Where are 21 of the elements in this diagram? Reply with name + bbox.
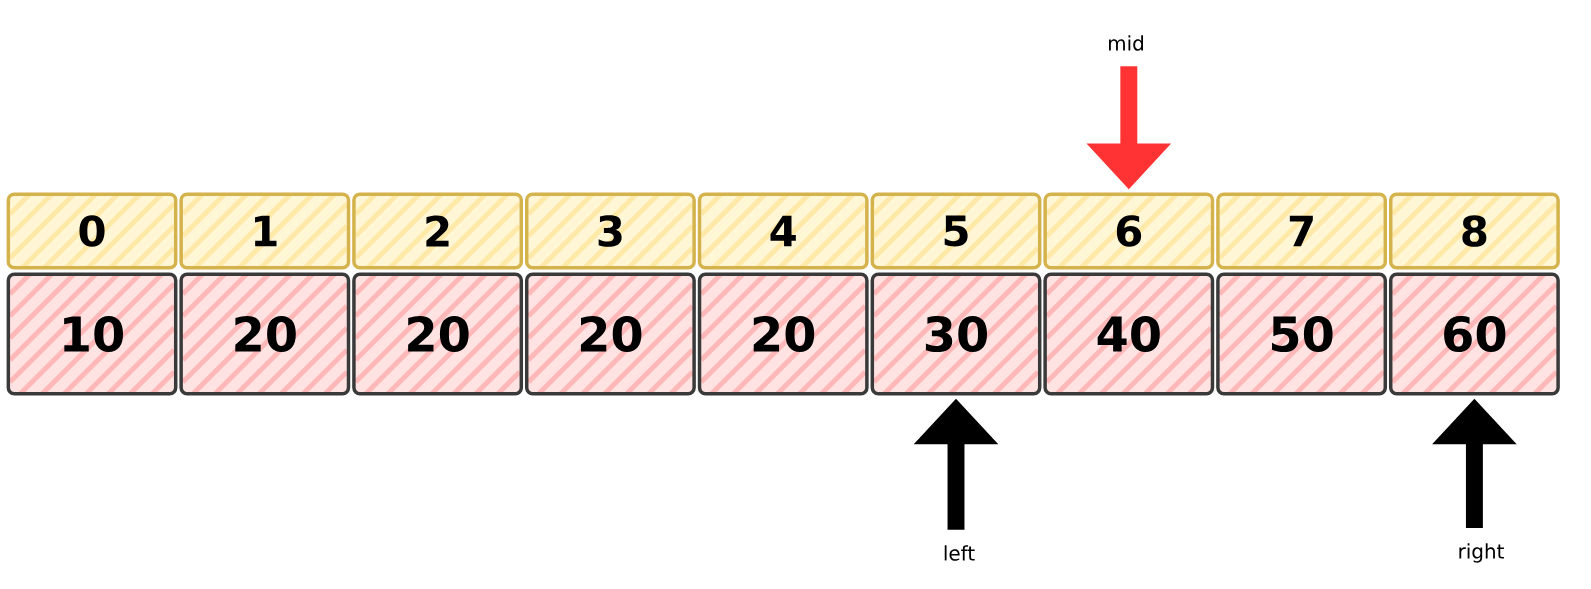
index-cell: 3	[525, 192, 696, 270]
pointer-label: left	[944, 545, 975, 561]
index-cell: 5	[870, 192, 1042, 270]
index-cell: 8	[1388, 192, 1560, 270]
value-cell: 20	[525, 272, 696, 396]
value-cell: 30	[870, 272, 1042, 396]
index-cell: 7	[1216, 192, 1388, 270]
index-cell: 0	[6, 192, 178, 270]
pointer-label: mid	[1109, 35, 1143, 51]
index-cell: 2	[352, 192, 524, 270]
value-cell: 20	[352, 272, 524, 396]
value-cell: 40	[1043, 272, 1215, 396]
value-cell: 60	[1388, 272, 1560, 396]
index-cell: 1	[179, 192, 351, 270]
value-cell: 10	[6, 272, 178, 396]
index-cell: 6	[1043, 192, 1215, 270]
pointer-label: right	[1459, 543, 1504, 563]
value-cell: 20	[697, 272, 869, 396]
value-cell: 50	[1216, 272, 1388, 396]
value-cell: 20	[179, 272, 351, 396]
index-cell: 4	[697, 192, 869, 270]
